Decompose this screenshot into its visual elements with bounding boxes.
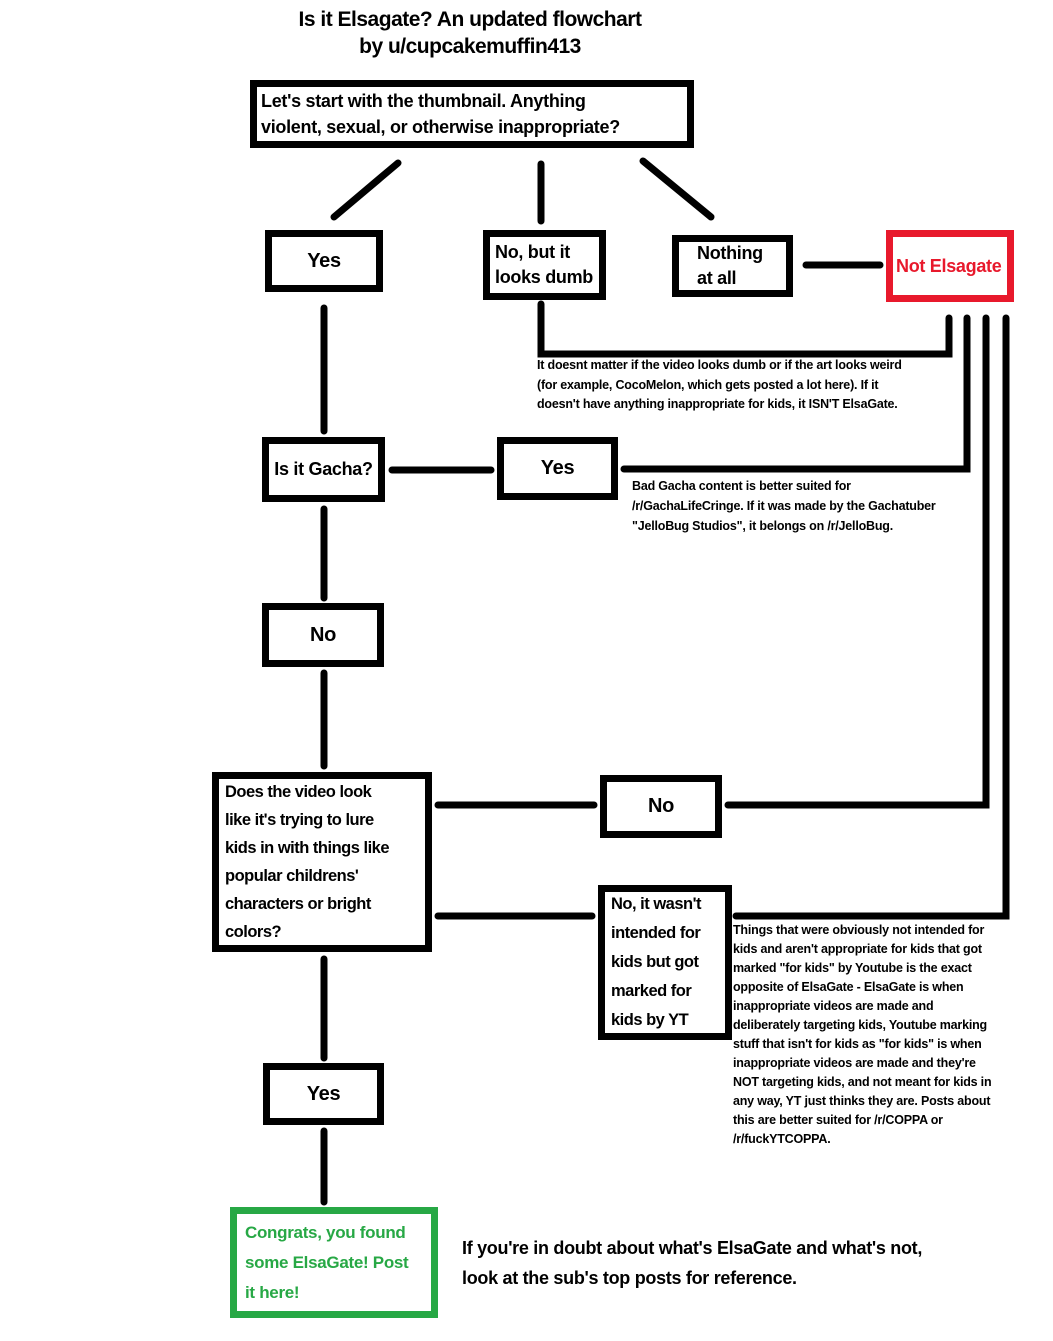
connector-dumb-to-notelsagate xyxy=(537,300,953,358)
connector-notintended-to-notelsagate xyxy=(732,314,1010,920)
annotation-gacha-note: Bad Gacha content is better suited for /… xyxy=(632,479,936,533)
annotation-coppa-note: Things that were obviously not intended … xyxy=(733,923,992,1146)
connector-start-to-yes xyxy=(330,159,402,221)
node-yes-thumbnail: Yes xyxy=(265,230,383,292)
connector-start-to-nothing xyxy=(639,157,715,221)
footer-note: If you're in doubt about what's ElsaGate… xyxy=(462,1238,923,1288)
node-not-intended-for-kids: No, it wasn't intended for kids but got … xyxy=(598,885,732,1040)
node-gacha-yes: Yes xyxy=(497,437,618,500)
node-lure-no: No xyxy=(600,775,722,838)
node-no-but-looks-dumb: No, but it looks dumb xyxy=(483,230,606,300)
node-gacha-no: No xyxy=(262,603,384,667)
node-is-it-gacha: Is it Gacha? xyxy=(262,437,385,502)
connector-gachayes-to-notelsagate xyxy=(620,314,971,473)
node-not-elsagate: Not Elsagate xyxy=(886,230,1014,302)
node-nothing-at-all: Nothing at all xyxy=(672,235,793,297)
node-lure-yes: Yes xyxy=(263,1063,384,1125)
page-title: Is it Elsagate? An updated flowchart by … xyxy=(298,8,642,58)
node-start-question: Let's start with the thumbnail. Anything… xyxy=(250,80,694,148)
node-lure-question: Does the video look like it's trying to … xyxy=(212,772,432,952)
annotation-dumb-note: It doesnt matter if the video looks dumb… xyxy=(537,358,902,411)
node-congrats: Congrats, you found some ElsaGate! Post … xyxy=(230,1207,438,1318)
connector-no2-to-notelsagate xyxy=(724,314,990,809)
